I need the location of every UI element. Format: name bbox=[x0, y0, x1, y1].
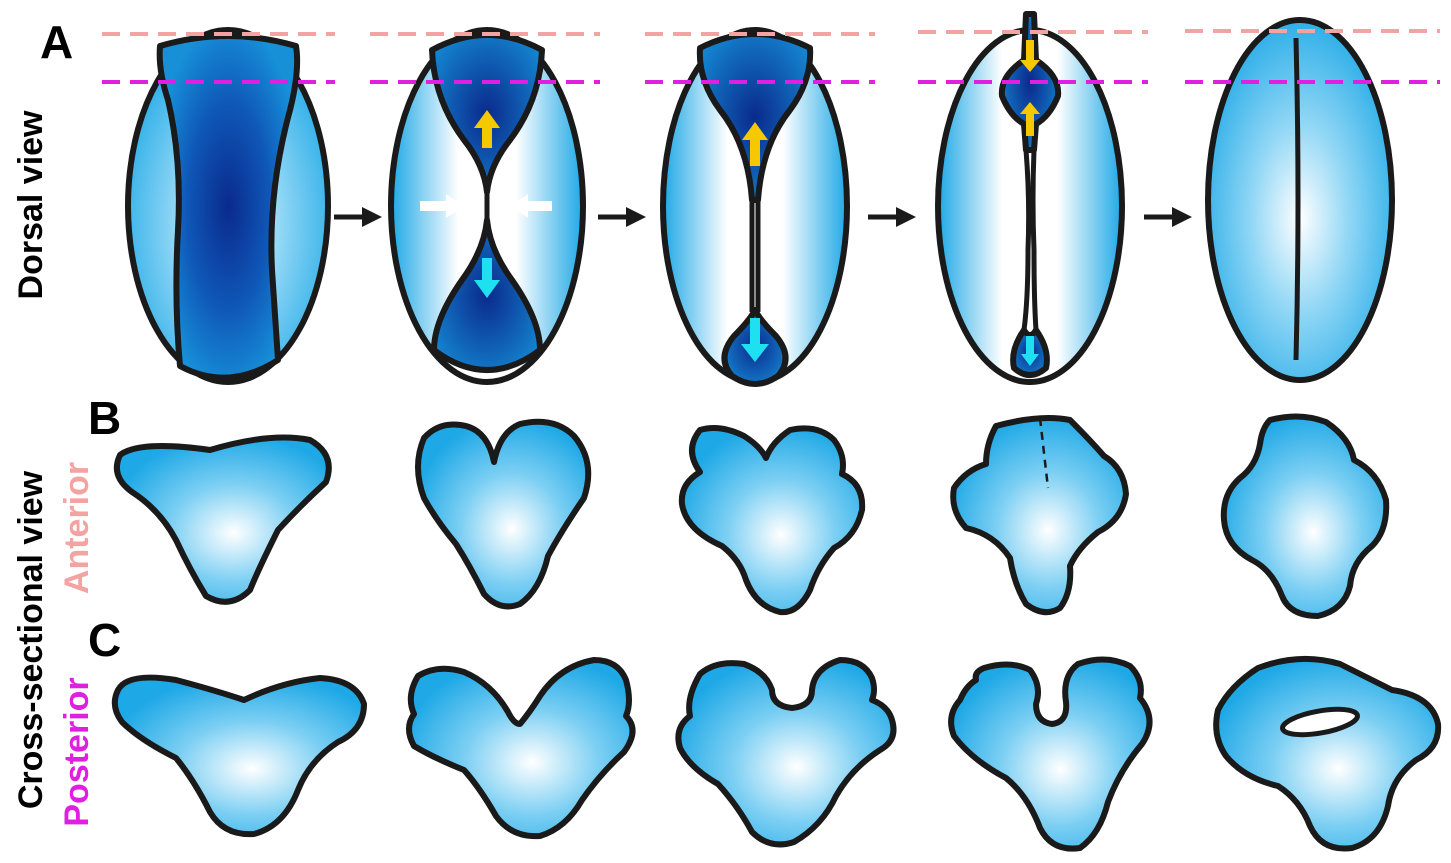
anterior-section-3 bbox=[682, 428, 862, 612]
posterior-section-4 bbox=[951, 659, 1149, 848]
anterior-section-1 bbox=[117, 438, 329, 602]
panel-letter-b: B bbox=[88, 392, 121, 444]
panel-letter-a: A bbox=[40, 16, 73, 68]
cross-sectional-view-label: Cross-sectional view bbox=[12, 470, 50, 809]
dorsal-view-label: Dorsal view bbox=[12, 110, 50, 300]
posterior-section-3 bbox=[678, 660, 893, 844]
posterior-section-1 bbox=[115, 678, 364, 835]
posterior-label: Posterior bbox=[58, 677, 96, 826]
posterior-section-5 bbox=[1216, 659, 1438, 849]
posterior-section-2 bbox=[409, 660, 633, 836]
panel-letter-c: C bbox=[88, 614, 121, 666]
dorsal-stage-5 bbox=[1208, 20, 1392, 380]
anterior-label: Anterior bbox=[58, 462, 96, 594]
anterior-section-2 bbox=[418, 422, 588, 607]
anterior-section-4 bbox=[953, 418, 1126, 612]
anterior-section-5 bbox=[1224, 416, 1386, 616]
